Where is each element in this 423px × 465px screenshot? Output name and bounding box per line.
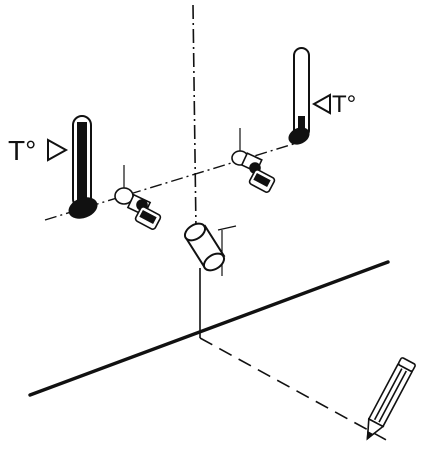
ground-line (28, 260, 390, 397)
left-thermometer-text: T° (8, 135, 36, 166)
triangle-right-icon (47, 138, 69, 162)
vertical-axis (192, 4, 201, 338)
center-cylinder (183, 222, 226, 272)
left-thermometer-label: T° (8, 135, 69, 166)
right-thermometer-text: T° (332, 91, 356, 118)
dashed-guide-line (199, 337, 391, 443)
left-thermometer (68, 115, 98, 219)
right-thermometer (288, 47, 310, 145)
pencil-icon (366, 357, 416, 441)
right-sensor (231, 150, 276, 193)
triangle-left-icon (311, 93, 331, 115)
right-thermometer-label: T° (311, 91, 356, 118)
left-sensor (114, 187, 162, 230)
